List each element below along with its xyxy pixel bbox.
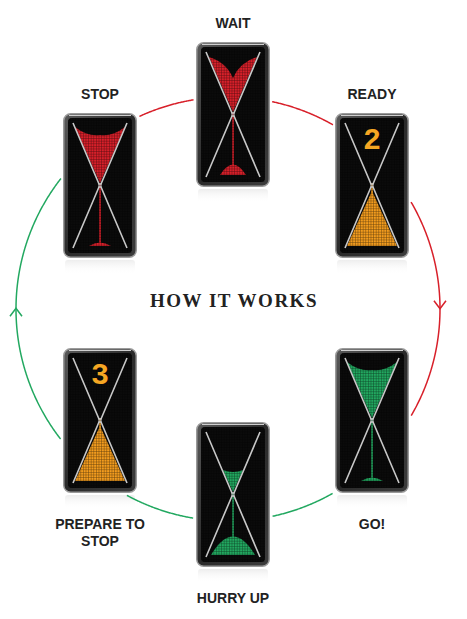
arrow-head xyxy=(434,301,446,309)
signal-reflection xyxy=(198,189,268,203)
cycle-arc xyxy=(273,493,333,516)
signal-reflection xyxy=(198,569,268,583)
diagram-title: HOW IT WORKS xyxy=(84,290,384,312)
state-label: PREPARE TO STOP xyxy=(45,516,155,550)
cycle-arc xyxy=(16,178,61,439)
cycle-arc xyxy=(411,202,440,416)
state-label: HURRY UP xyxy=(178,590,288,607)
state-label: READY xyxy=(317,86,427,103)
state-label: GO! xyxy=(317,516,427,533)
countdown-digit: 2 xyxy=(352,125,392,157)
stop-signal: STOP xyxy=(63,113,137,258)
state-label: WAIT xyxy=(178,15,288,32)
ready-signal: READY2 xyxy=(335,113,409,258)
signal-reflection xyxy=(65,495,135,509)
cycle-arc xyxy=(127,495,193,518)
countdown-digit: 3 xyxy=(80,360,120,392)
cycle-arc xyxy=(272,102,333,125)
signal-reflection xyxy=(337,495,407,509)
hourglass-housing xyxy=(196,422,270,567)
cycle-arc xyxy=(139,100,193,117)
hourglass-housing xyxy=(335,348,409,493)
hourglass-housing xyxy=(63,113,137,258)
state-label: STOP xyxy=(45,86,155,103)
signal-reflection xyxy=(337,260,407,274)
signal-reflection xyxy=(65,260,135,274)
go-signal: GO! xyxy=(335,348,409,493)
hourglass-housing xyxy=(196,42,270,187)
wait-signal: WAIT xyxy=(196,42,270,187)
arrow-head xyxy=(10,308,22,316)
prepare-signal: 3PREPARE TO STOP xyxy=(63,348,137,493)
hurry-signal: HURRY UP xyxy=(196,422,270,567)
